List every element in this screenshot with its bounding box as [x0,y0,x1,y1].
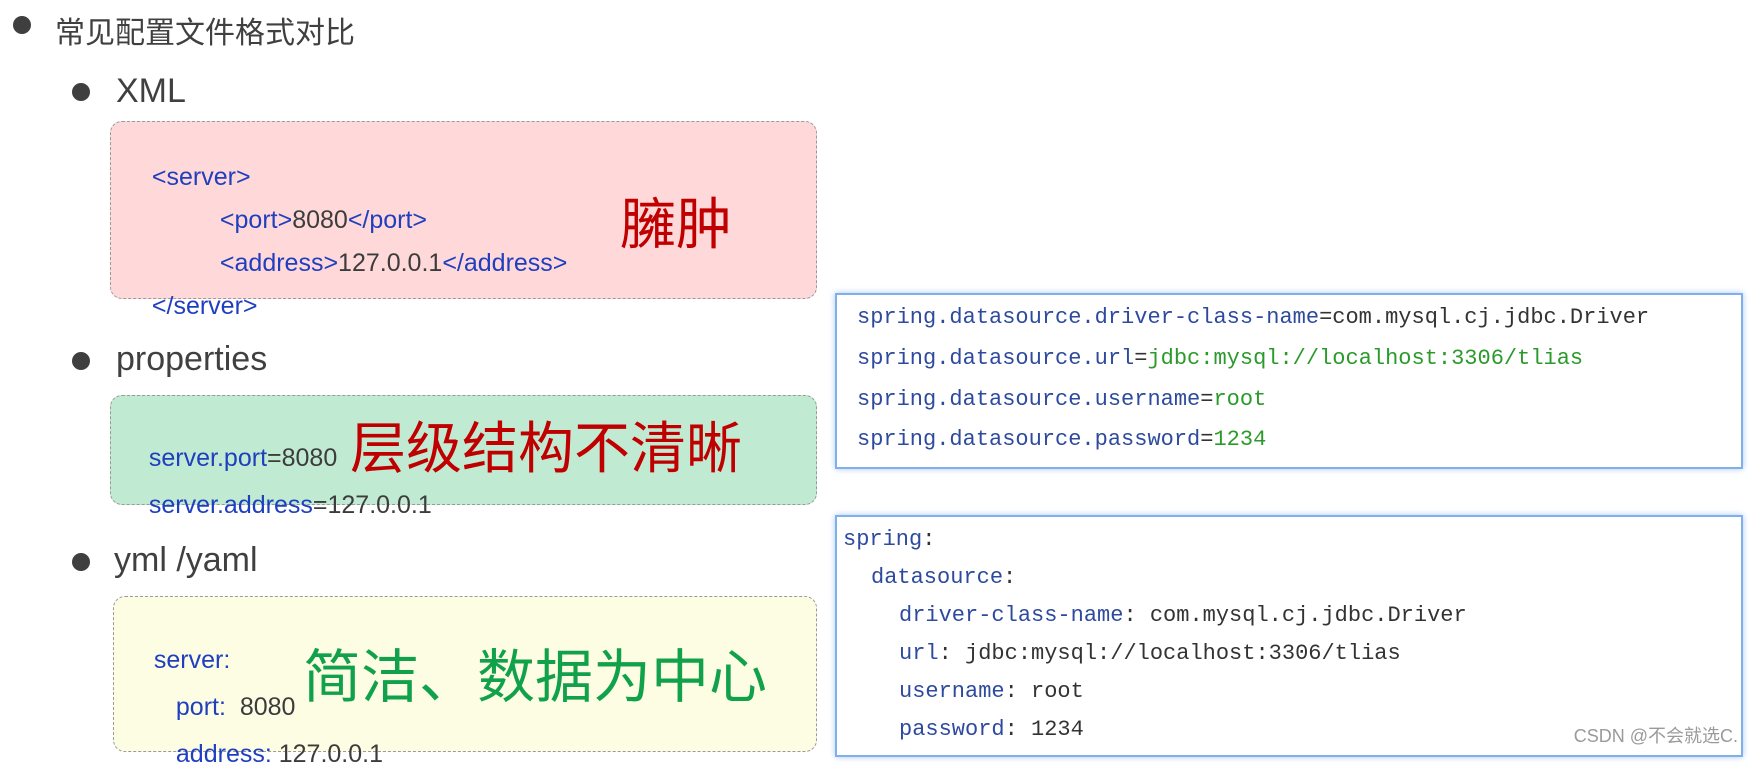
bullet-icon [72,83,90,101]
bullet-icon [13,16,31,34]
properties-value: 127.0.0.1 [327,491,432,519]
section-label-yml: yml /yaml [114,541,258,579]
xml-value: 127.0.0.1 [338,249,443,277]
yaml-colon: : [922,527,936,552]
bullet-icon [72,352,90,370]
yaml-colon: : [1003,565,1017,590]
properties-annotation: 层级结构不清晰 [350,417,742,480]
xml-line-2: <port>8080</port> [206,177,427,235]
xml-tag: <address> [219,249,339,277]
prop-key: spring.datasource.url [857,346,1135,371]
prop-key: spring.datasource.password [857,427,1201,452]
prop-val: 1234 [1213,427,1267,452]
prop-val: jdbc:mysql://localhost:3306/tlias [1147,346,1584,371]
yaml-value: jdbc:mysql://localhost:3306/tlias [951,641,1401,666]
yml-code-box [113,596,817,752]
yml-key: port: [175,693,226,721]
yaml-key: spring [843,527,923,552]
yaml-example-line: spring: [843,527,935,552]
xml-annotation: 臃肿 [620,193,732,256]
yaml-colon: : [1123,603,1137,628]
properties-equals: = [267,444,282,472]
xml-tag: </address> [442,249,568,277]
yml-annotation: 简洁、数据为中心 [303,645,768,710]
yml-key: server: [153,646,231,674]
yaml-colon: : [1004,679,1018,704]
yaml-key: datasource [871,565,1004,590]
prop-eq: = [1200,427,1214,452]
properties-example-line: spring.datasource.driver-class-name=com.… [857,305,1649,330]
xml-tag: <port> [219,206,293,234]
yaml-example-line: username: root [899,679,1084,704]
xml-line-4: </server> [138,263,258,321]
properties-code-box [110,395,817,505]
properties-example-line: spring.datasource.url=jdbc:mysql://local… [857,346,1583,371]
xml-tag: <server> [151,163,251,191]
xml-tag: </port> [347,206,428,234]
page-title: 常见配置文件格式对比 [55,17,355,50]
properties-equals: = [312,491,328,519]
prop-val: com.mysql.cj.jdbc.Driver [1332,305,1650,330]
prop-eq: = [1200,387,1214,412]
section-label-xml: XML [116,72,186,110]
yaml-example-line: driver-class-name: com.mysql.cj.jdbc.Dri… [899,603,1467,628]
yaml-value: 1234 [1017,717,1084,742]
xml-tag: </server> [151,292,258,320]
watermark: CSDN @不会就选C. [1573,726,1738,746]
xml-value: 8080 [292,206,348,234]
yml-line-3: address: 127.0.0.1 [162,711,383,769]
properties-line-2: server.address=127.0.0.1 [135,462,432,520]
yaml-key: password [899,717,1005,742]
prop-key: spring.datasource.driver-class-name [857,305,1320,330]
yaml-value: com.mysql.cj.jdbc.Driver [1136,603,1467,628]
xml-line-3: <address>127.0.0.1</address> [206,220,568,278]
properties-key: server.port [148,444,268,472]
properties-example-panel: spring.datasource.driver-class-name=com.… [835,293,1743,469]
properties-value: 8080 [281,444,338,472]
yml-line-1: server: [140,617,230,675]
prop-key: spring.datasource.username [857,387,1201,412]
yml-value: 8080 [239,693,296,721]
yaml-key: driver-class-name [899,603,1124,628]
xml-line-1: <server> [138,134,251,192]
section-label-properties: properties [116,340,268,378]
yml-key: address: [175,740,272,768]
yml-value: 127.0.0.1 [278,740,384,768]
yaml-example-line: password: 1234 [899,717,1084,742]
xml-code-box [110,121,817,299]
properties-example-line: spring.datasource.username=root [857,387,1266,412]
yaml-example-panel: spring: datasource: driver-class-name: c… [835,515,1743,757]
yaml-example-line: datasource: [871,565,1016,590]
yaml-key: url [899,641,939,666]
properties-example-line: spring.datasource.password=1234 [857,427,1266,452]
yaml-example-line: url: jdbc:mysql://localhost:3306/tlias [899,641,1401,666]
properties-line-1: server.port=8080 [135,415,337,473]
properties-key: server.address [148,491,313,519]
yaml-colon: : [1004,717,1018,742]
yaml-colon: : [938,641,952,666]
yml-line-2: port: 8080 [162,664,296,722]
yaml-value: root [1017,679,1084,704]
yaml-key: username [899,679,1005,704]
prop-val: root [1213,387,1267,412]
prop-eq: = [1134,346,1148,371]
bullet-icon [72,553,90,571]
prop-eq: = [1319,305,1333,330]
